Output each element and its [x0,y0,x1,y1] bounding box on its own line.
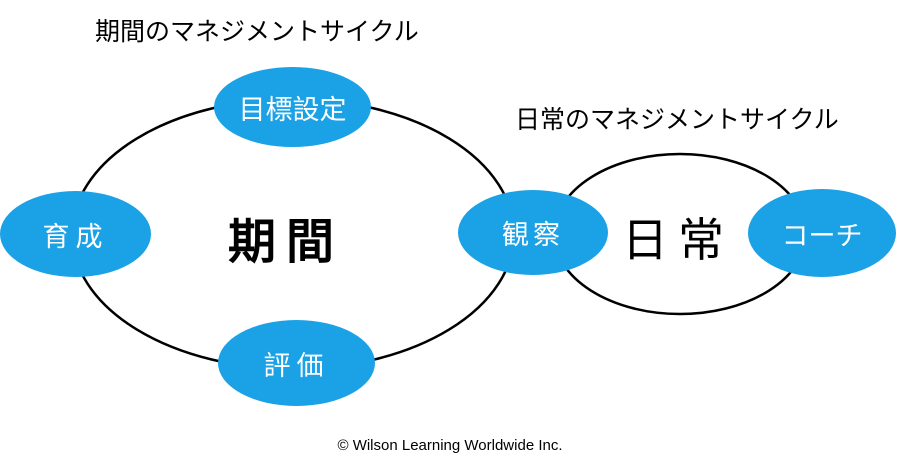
development-node: 育成 [0,191,151,277]
copyright-notice: © Wilson Learning Worldwide Inc. [337,437,563,454]
period-center-label: 期間 [228,214,345,270]
daily-cycle-title: 日常のマネジメントサイクル [515,105,839,134]
goal-setting-node: 目標設定 [214,67,371,147]
daily-center-label: 日常 [622,213,734,267]
evaluation-node: 評価 [218,320,375,406]
coaching-node: コーチ [748,189,896,277]
period-cycle-title: 期間のマネジメントサイクル [95,17,419,46]
observation-node: 観察 [458,190,608,275]
